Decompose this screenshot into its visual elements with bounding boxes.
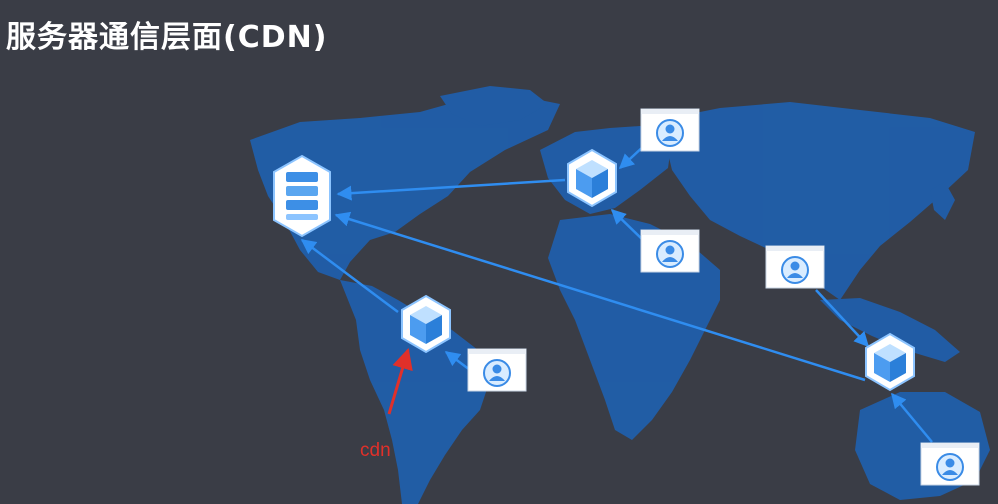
user-browser-window-icon-europe: [640, 108, 700, 152]
continent-greenland: [440, 86, 548, 126]
island-japan: [930, 182, 955, 220]
annotation-arrow: [387, 347, 413, 415]
server-stack-icon: [273, 154, 331, 238]
continent-south-america: [340, 280, 490, 504]
continent-se-asia: [820, 298, 960, 362]
cdn-annotation-label: cdn: [360, 440, 391, 461]
page-title: 服务器通信层面(CDN): [6, 20, 328, 55]
user-browser-window-icon-asia: [765, 245, 825, 289]
link-europe-edge-to-origin: [336, 178, 566, 201]
link-america-client-to-america-edge: [444, 351, 471, 371]
link-asia-client-to-asia-edge: [815, 289, 870, 348]
user-browser-window-icon-australia: [920, 442, 980, 486]
connection-links: [300, 144, 933, 443]
link-australia-client-to-asia-edge: [891, 392, 933, 443]
continent-north-america: [250, 96, 560, 280]
link-asia-edge-to-origin: [334, 211, 866, 382]
continent-asia: [660, 102, 975, 300]
user-browser-window-icon-africa: [640, 229, 700, 273]
link-america-edge-to-origin: [300, 239, 399, 313]
user-browser-window-icon-america: [467, 348, 527, 392]
link-africa-client-to-europe-edge: [610, 208, 646, 243]
